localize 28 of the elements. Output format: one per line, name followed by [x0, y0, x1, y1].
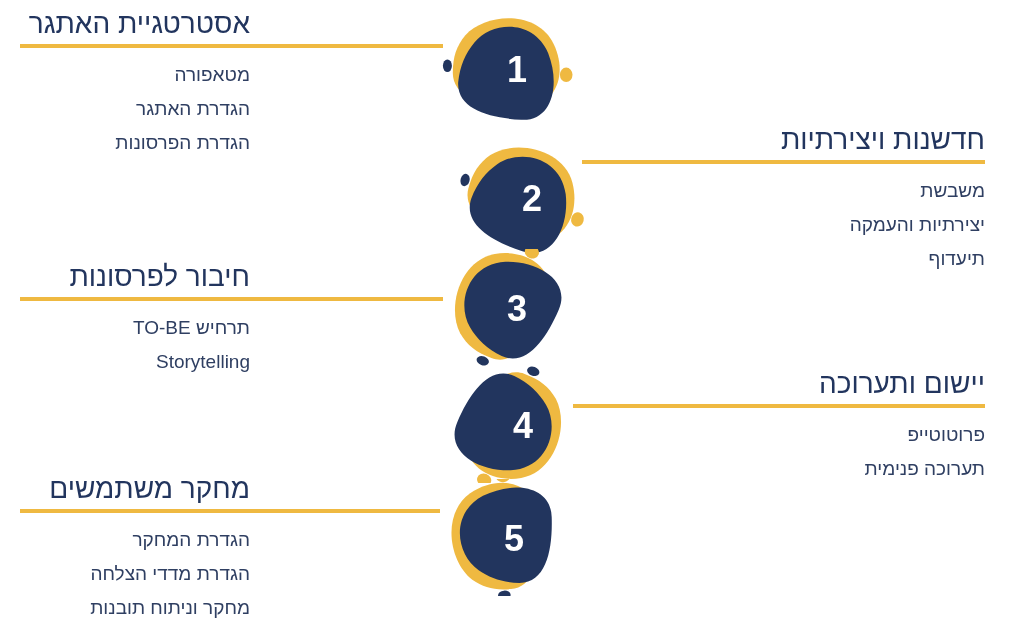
list-item: הגדרת הפרסונות [115, 131, 250, 155]
list-item: מחקר וניתוח תובנות [90, 596, 250, 620]
section-heading: חדשנות ויצירתיות [780, 124, 985, 155]
connector-line [20, 297, 443, 301]
connector-line [582, 160, 985, 164]
list-item: תיעדוף [928, 247, 985, 271]
step-number: 5 [504, 519, 525, 559]
step-number: 1 [507, 50, 528, 90]
connector-line [20, 44, 443, 48]
step-number: 3 [507, 289, 528, 329]
list-item: פרוטוטייפ [907, 423, 985, 447]
section-heading: חיבור לפרסונות [69, 261, 250, 292]
list-item: הגדרת המחקר [132, 528, 250, 552]
step-number: 4 [513, 406, 534, 446]
list-item: הגדרת מדדי הצלחה [90, 562, 250, 586]
list-item: Storytelling [156, 350, 250, 374]
list-item: מטאפורה [174, 63, 250, 87]
list-item: יצירתיות והעמקה [849, 213, 985, 237]
list-item: תרחיש TO-BE [132, 316, 250, 340]
list-item: הגדרת האתגר [136, 97, 250, 121]
section-heading: אסטרטגיית האתגר [28, 8, 250, 39]
section-heading: מחקר משתמשים [49, 473, 250, 504]
section-heading: יישום ותערוכה [818, 368, 985, 399]
step-number: 2 [522, 179, 543, 219]
connector-line [573, 404, 985, 408]
connector-line [20, 509, 440, 513]
list-item: תערוכה פנימית [864, 457, 985, 481]
list-item: משבשת [920, 179, 985, 203]
